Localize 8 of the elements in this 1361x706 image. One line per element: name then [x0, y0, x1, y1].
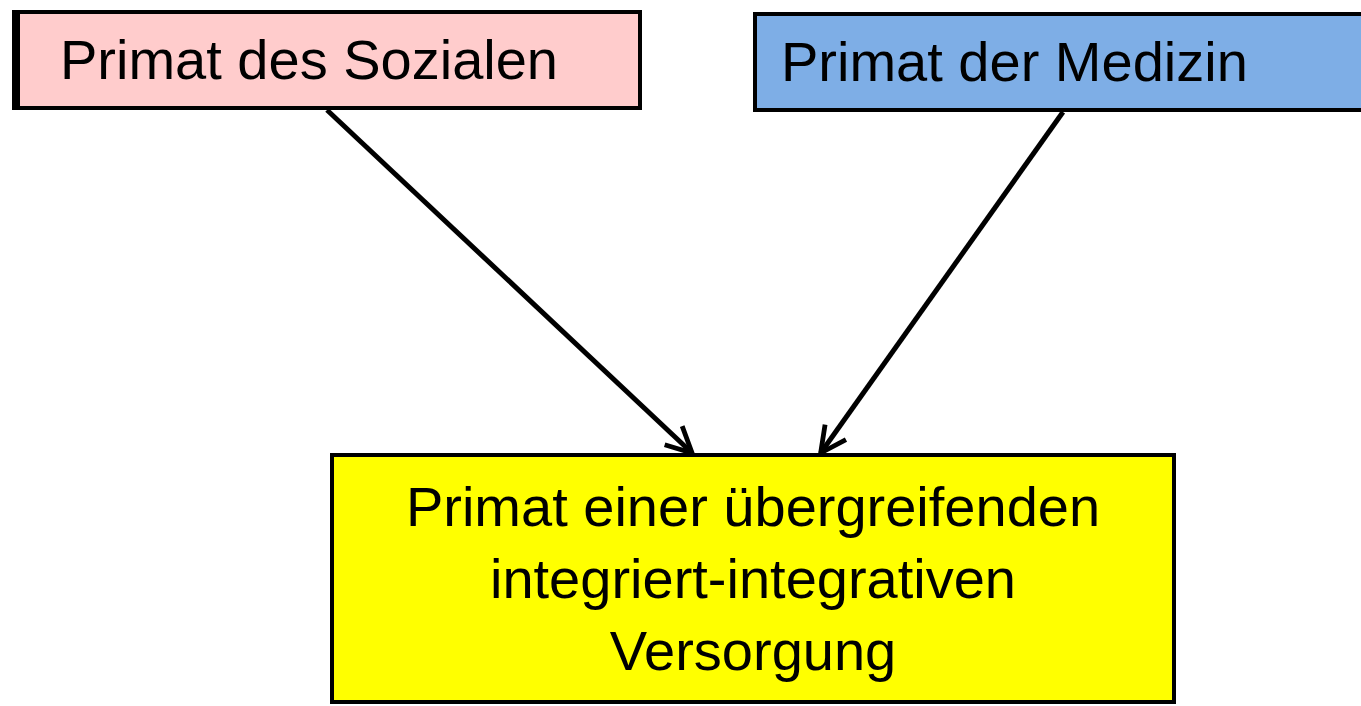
- process-box: [12, 10, 642, 110]
- box-text: Primat der Medizin: [781, 29, 1248, 95]
- arrow: [818, 110, 1066, 456]
- box-text: Primat einer übergreifenden integriert-integrativen Versorgung: [404, 473, 1102, 684]
- process-box: [753, 12, 1361, 112]
- box-text: Primat des Sozialen: [60, 27, 558, 93]
- arrow: [325, 108, 695, 456]
- result-box: [330, 453, 1176, 704]
